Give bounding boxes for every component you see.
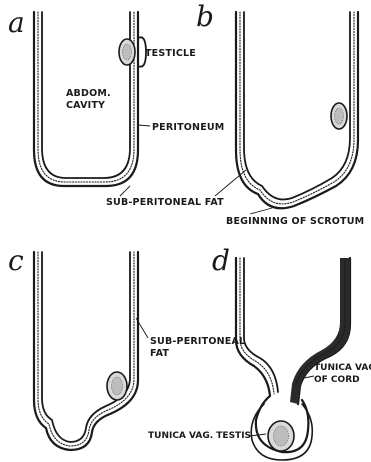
panel-a-label-testicle: TESTICLE (145, 48, 196, 59)
panel-b: b BEGINNING OF SCROTUM (196, 0, 364, 227)
panel-a-label-peritoneum: PERITONEUM (152, 122, 224, 133)
panel-d-letter: d (212, 244, 230, 277)
panel-c-label-subperitoneal: SUB-PERITONEAL (150, 336, 245, 347)
panel-a-label-cavity: CAVITY (66, 100, 105, 111)
panel-c-testicle-icon (107, 372, 127, 400)
panel-b-leader-fat (215, 170, 246, 196)
panel-a-leader-fat (120, 186, 130, 196)
panel-a-letter: a (8, 6, 25, 39)
panel-a-outer-wall (34, 12, 138, 186)
panel-a-leader-peritoneum (138, 125, 150, 126)
panel-c-letter: c (8, 244, 24, 277)
panel-b-label-beginning-of-scrotum: BEGINNING OF SCROTUM (226, 216, 364, 227)
panel-a: a TESTICLE ABDOM. CAVITY PERITONEUM SUB-… (8, 6, 246, 208)
panel-c-fat-layer (38, 252, 134, 446)
panel-c: c SUB-PERITONEAL FAT (8, 244, 245, 450)
panel-a-label-subperitoneal-fat: SUB-PERITONEAL FAT (106, 197, 224, 208)
panel-d-fat-layer (240, 258, 274, 394)
panel-d: d TUNICA VAG OF CORD TUNICA VAG. TESTIS (148, 244, 371, 460)
panel-c-label-fat: FAT (150, 348, 169, 359)
panel-d-label-of-cord: OF CORD (314, 375, 360, 385)
panel-c-inner-wall (42, 252, 130, 442)
panel-b-leader-scrotum (250, 208, 272, 214)
panel-d-testicle-icon (268, 421, 294, 451)
panel-d-label-tunica-vag: TUNICA VAG (314, 363, 371, 373)
panel-b-letter: b (196, 0, 214, 33)
panel-a-label-abdom: ABDOM. (66, 88, 111, 99)
panel-b-testicle-icon (331, 103, 347, 129)
panel-a-testicle-icon (119, 37, 146, 66)
panel-c-outer-wall (34, 252, 138, 450)
panel-d-label-tunica-vag-testis: TUNICA VAG. TESTIS (148, 431, 251, 441)
